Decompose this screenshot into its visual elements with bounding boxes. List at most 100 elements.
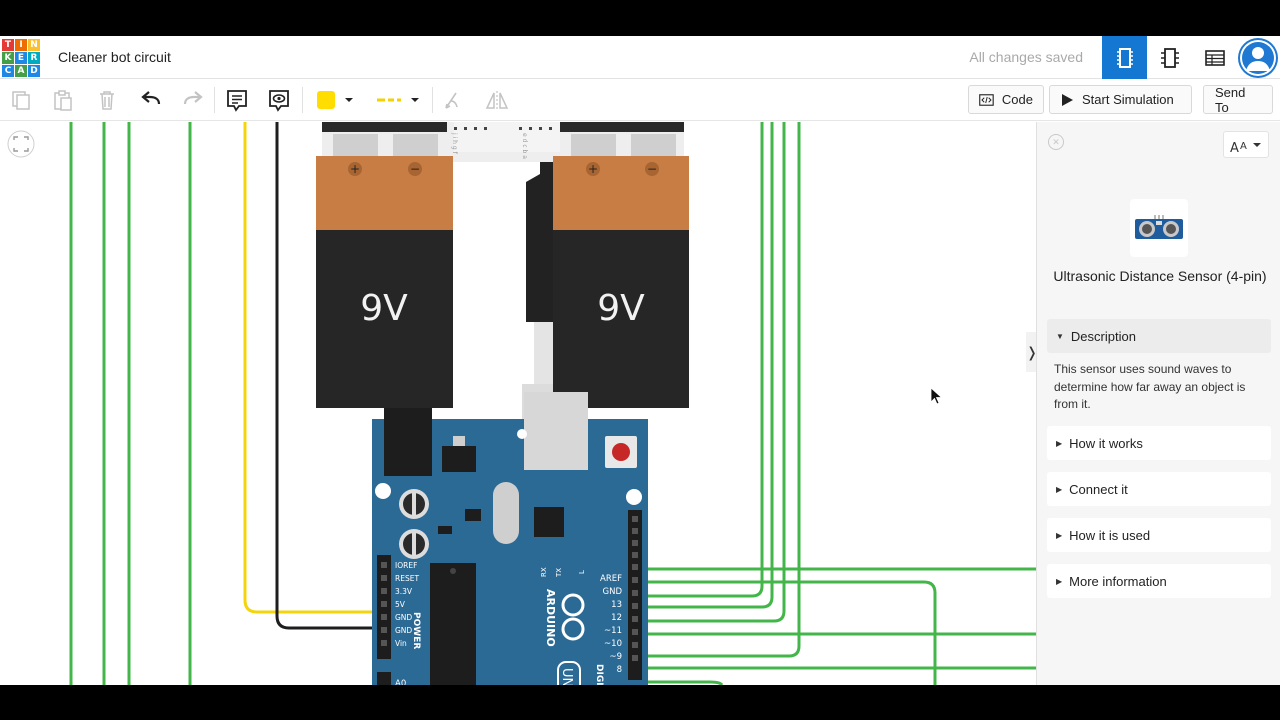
logo-tile: I [15, 39, 27, 51]
wire-color-picker[interactable] [370, 85, 426, 115]
logo-tile: N [28, 39, 40, 51]
code-button-label: Code [1001, 92, 1033, 107]
battery-voltage-label: 9V [597, 288, 645, 329]
ultrasonic-sensor-icon [1135, 215, 1183, 239]
pin-label-11: ~11 [604, 626, 622, 636]
copy-button[interactable] [8, 85, 34, 115]
battery-9v-left[interactable]: + − 9V [316, 122, 453, 408]
toolbar: Code Start Simulation Send To [0, 79, 1280, 121]
design-title[interactable]: Cleaner bot circuit [58, 49, 171, 65]
mouse-cursor-icon [930, 387, 943, 405]
battery-plus-label: + [350, 162, 360, 176]
toolbar-divider [214, 87, 215, 113]
logo-tile: R [28, 52, 40, 64]
usb-port [524, 392, 588, 470]
notes-visibility-button[interactable] [265, 85, 293, 115]
component-list-button[interactable] [1192, 36, 1237, 79]
battery-minus-label: − [410, 162, 420, 176]
section-connect-it[interactable]: ▶ Connect it [1047, 472, 1271, 506]
pin-label-gnd: GND [603, 587, 623, 597]
black-wire-gnd[interactable] [275, 122, 385, 630]
flip-button[interactable] [482, 85, 512, 115]
send-to-button[interactable]: Send To [1203, 85, 1273, 115]
pin-label-8: 8 [617, 665, 622, 675]
pin-label-gnd: GND [395, 626, 412, 635]
rx-label: RX [540, 567, 548, 577]
circuit-view-button[interactable] [1102, 36, 1147, 79]
notes-button[interactable] [223, 85, 251, 115]
fill-color-picker[interactable] [310, 85, 362, 115]
arduino-uno-board[interactable]: IOREF RESET 3.3V 5V GND GND Vin A0 POWER… [372, 392, 648, 685]
circuit-canvas[interactable]: j i h g f e d c b a + − 9V [0, 122, 1036, 685]
delete-button[interactable] [94, 85, 120, 115]
fit-view-icon [13, 136, 29, 152]
l-label: L [578, 570, 586, 574]
battery-9v-right[interactable]: + − 9V [553, 122, 689, 408]
yellow-wire-5v[interactable] [243, 122, 385, 614]
rotate-button[interactable] [440, 85, 466, 115]
paste-button[interactable] [50, 85, 76, 115]
note-icon [227, 90, 247, 112]
fit-view-button[interactable] [7, 130, 35, 158]
section-label: More information [1069, 573, 1167, 589]
logo-tile: T [2, 39, 14, 51]
component-name: Ultrasonic Distance Sensor (4-pin) [1053, 268, 1267, 284]
start-simulation-label: Start Simulation [1082, 92, 1174, 107]
pin-label-reset: RESET [395, 574, 419, 583]
chevron-down-icon [411, 98, 419, 102]
battery-plus-label: + [588, 162, 598, 176]
battery-voltage-label: 9V [360, 288, 408, 329]
logo-tile: E [15, 52, 27, 64]
redo-icon [183, 91, 203, 105]
start-simulation-button[interactable]: Start Simulation [1049, 85, 1192, 114]
undo-icon [141, 91, 161, 105]
wire-color-icon [377, 98, 401, 102]
breadboard-row-letters-left: j i h g f [451, 132, 458, 155]
trash-icon [100, 91, 114, 110]
circuit-view-icon [1116, 47, 1133, 68]
dc-jack [384, 408, 432, 476]
logo-tile: K [2, 52, 14, 64]
logo-tile: D [28, 65, 40, 77]
arduino-brand-label: ARDUINO [544, 589, 557, 647]
battery-clip [526, 162, 554, 322]
pin-label-9: ~9 [609, 652, 622, 662]
pin-label-a0: A0 [395, 679, 406, 685]
user-icon [1240, 40, 1276, 76]
section-more-information[interactable]: ▶ More information [1047, 564, 1271, 598]
section-how-it-is-used[interactable]: ▶ How it is used [1047, 518, 1271, 552]
section-how-it-works[interactable]: ▶ How it works [1047, 426, 1271, 460]
green-wires-right[interactable] [638, 122, 1036, 685]
svg-text:A: A [1240, 141, 1247, 152]
caret-down-icon: ▼ [1056, 331, 1064, 341]
chevron-down-icon [345, 98, 353, 102]
atmega-chip [430, 563, 476, 685]
redo-button[interactable] [180, 85, 206, 115]
component-list-icon [1204, 49, 1225, 66]
pin-label-gnd: GND [395, 613, 412, 622]
close-icon[interactable]: ✕ [1048, 134, 1064, 150]
panel-collapse-toggle[interactable]: ❭ [1026, 332, 1038, 372]
tx-label: TX [555, 568, 563, 578]
logo-tile: C [2, 65, 14, 77]
caret-right-icon: ▶ [1056, 576, 1063, 586]
section-description[interactable]: ▼ Description [1047, 319, 1271, 353]
user-avatar[interactable] [1238, 38, 1278, 78]
schematic-view-button[interactable] [1147, 36, 1192, 79]
pin-label-aref: AREF [600, 574, 622, 584]
play-icon [1062, 93, 1073, 106]
code-button[interactable]: Code [968, 85, 1044, 114]
green-wires-left[interactable] [69, 122, 192, 685]
pin-label-10: ~10 [604, 639, 622, 649]
breadboard-row-letters-right: e d c b a [521, 133, 528, 159]
undo-button[interactable] [138, 85, 164, 115]
schematic-view-icon [1160, 47, 1179, 68]
component-thumbnail [1130, 199, 1188, 257]
pin-label-12: 12 [611, 613, 622, 623]
caret-right-icon: ▶ [1056, 438, 1063, 448]
